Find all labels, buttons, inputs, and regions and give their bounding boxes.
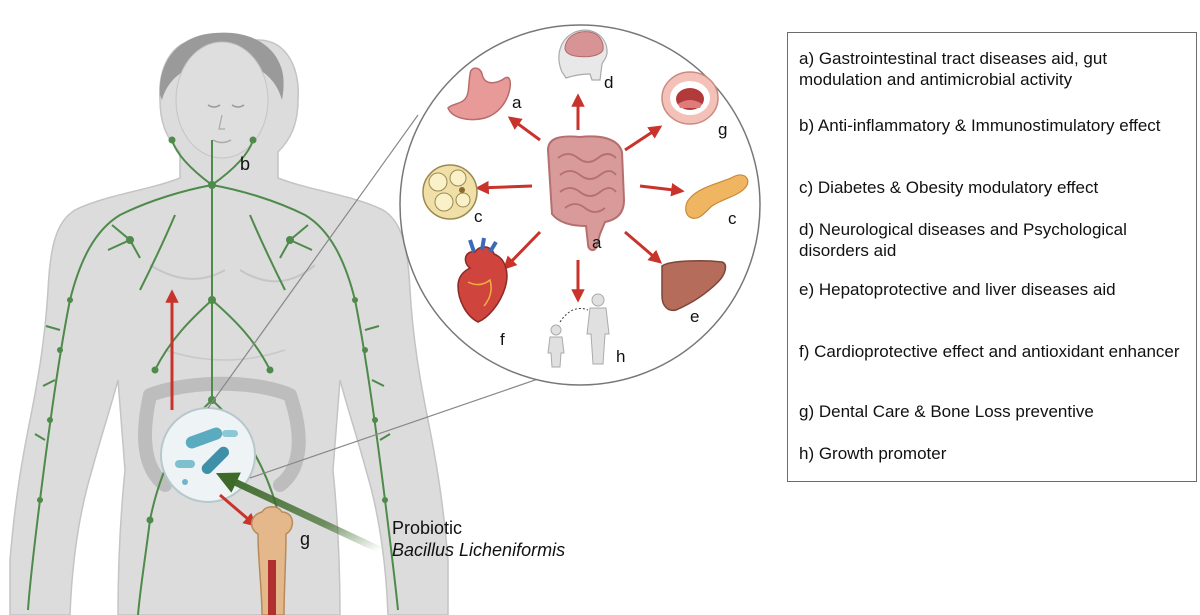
legend-item-f: f) Cardioprotective effect and antioxida… [799, 342, 1180, 361]
liver-icon [661, 260, 727, 312]
heart-icon [457, 237, 508, 323]
label-liver-e: e [690, 307, 699, 326]
probiotic-arrow [215, 472, 382, 554]
label-body-b: b [240, 154, 250, 174]
label-fat-c: c [474, 207, 483, 226]
bacteria-icon [175, 427, 238, 485]
intestine-icon [546, 135, 626, 252]
zoom-line-bottom [249, 367, 571, 479]
label-intestine-a: a [592, 233, 602, 252]
label-growth-h: h [616, 347, 625, 366]
mouth-icon [661, 71, 719, 125]
label-mouth-g: g [718, 120, 727, 139]
hair [159, 32, 284, 100]
legend-item-c: c) Diabetes & Obesity modulatory effect [799, 178, 1099, 197]
human-body [9, 32, 449, 615]
stomach-icon [447, 67, 512, 121]
legend-item-h: h) Growth promoter [799, 444, 947, 463]
legend-item-a: a) Gastrointestinal tract diseases aid, … [799, 49, 1108, 89]
legend-item-e: e) Hepatoprotective and liver diseases a… [799, 280, 1116, 299]
growth-figures-icon [547, 293, 610, 368]
legend-item-g: g) Dental Care & Bone Loss preventive [799, 402, 1094, 421]
zoom-line-top [207, 114, 419, 409]
body-silhouette [9, 39, 449, 615]
label-body-g: g [300, 529, 310, 549]
fat-cells-icon [422, 164, 478, 220]
label-heart-f: f [500, 330, 505, 349]
label-stomach-a: a [512, 93, 522, 112]
probiotic-label: Probiotic Bacillus Licheniformis [392, 517, 565, 561]
bone-icon [250, 506, 294, 615]
legend-item-d: d) Neurological diseases and Psychologic… [799, 220, 1127, 260]
lymph-nodes [37, 136, 388, 524]
probiotic-species: Bacillus Licheniformis [392, 540, 566, 560]
arrow-to-bone [219, 493, 258, 527]
colon-outline [138, 376, 306, 492]
legend-box: a) Gastrointestinal tract diseases aid, … [787, 32, 1197, 482]
label-brain-d: d [604, 73, 613, 92]
organ-arrows [475, 93, 685, 303]
brain-head-icon [558, 29, 608, 81]
pancreas-icon [685, 174, 749, 219]
label-pancreas-c: c [728, 209, 737, 228]
legend-item-b: b) Anti-inflammatory & Immunostimulatory… [799, 116, 1161, 135]
growth-arrow [559, 308, 589, 323]
head [175, 41, 269, 159]
probiotic-line1: Probiotic [392, 518, 463, 538]
